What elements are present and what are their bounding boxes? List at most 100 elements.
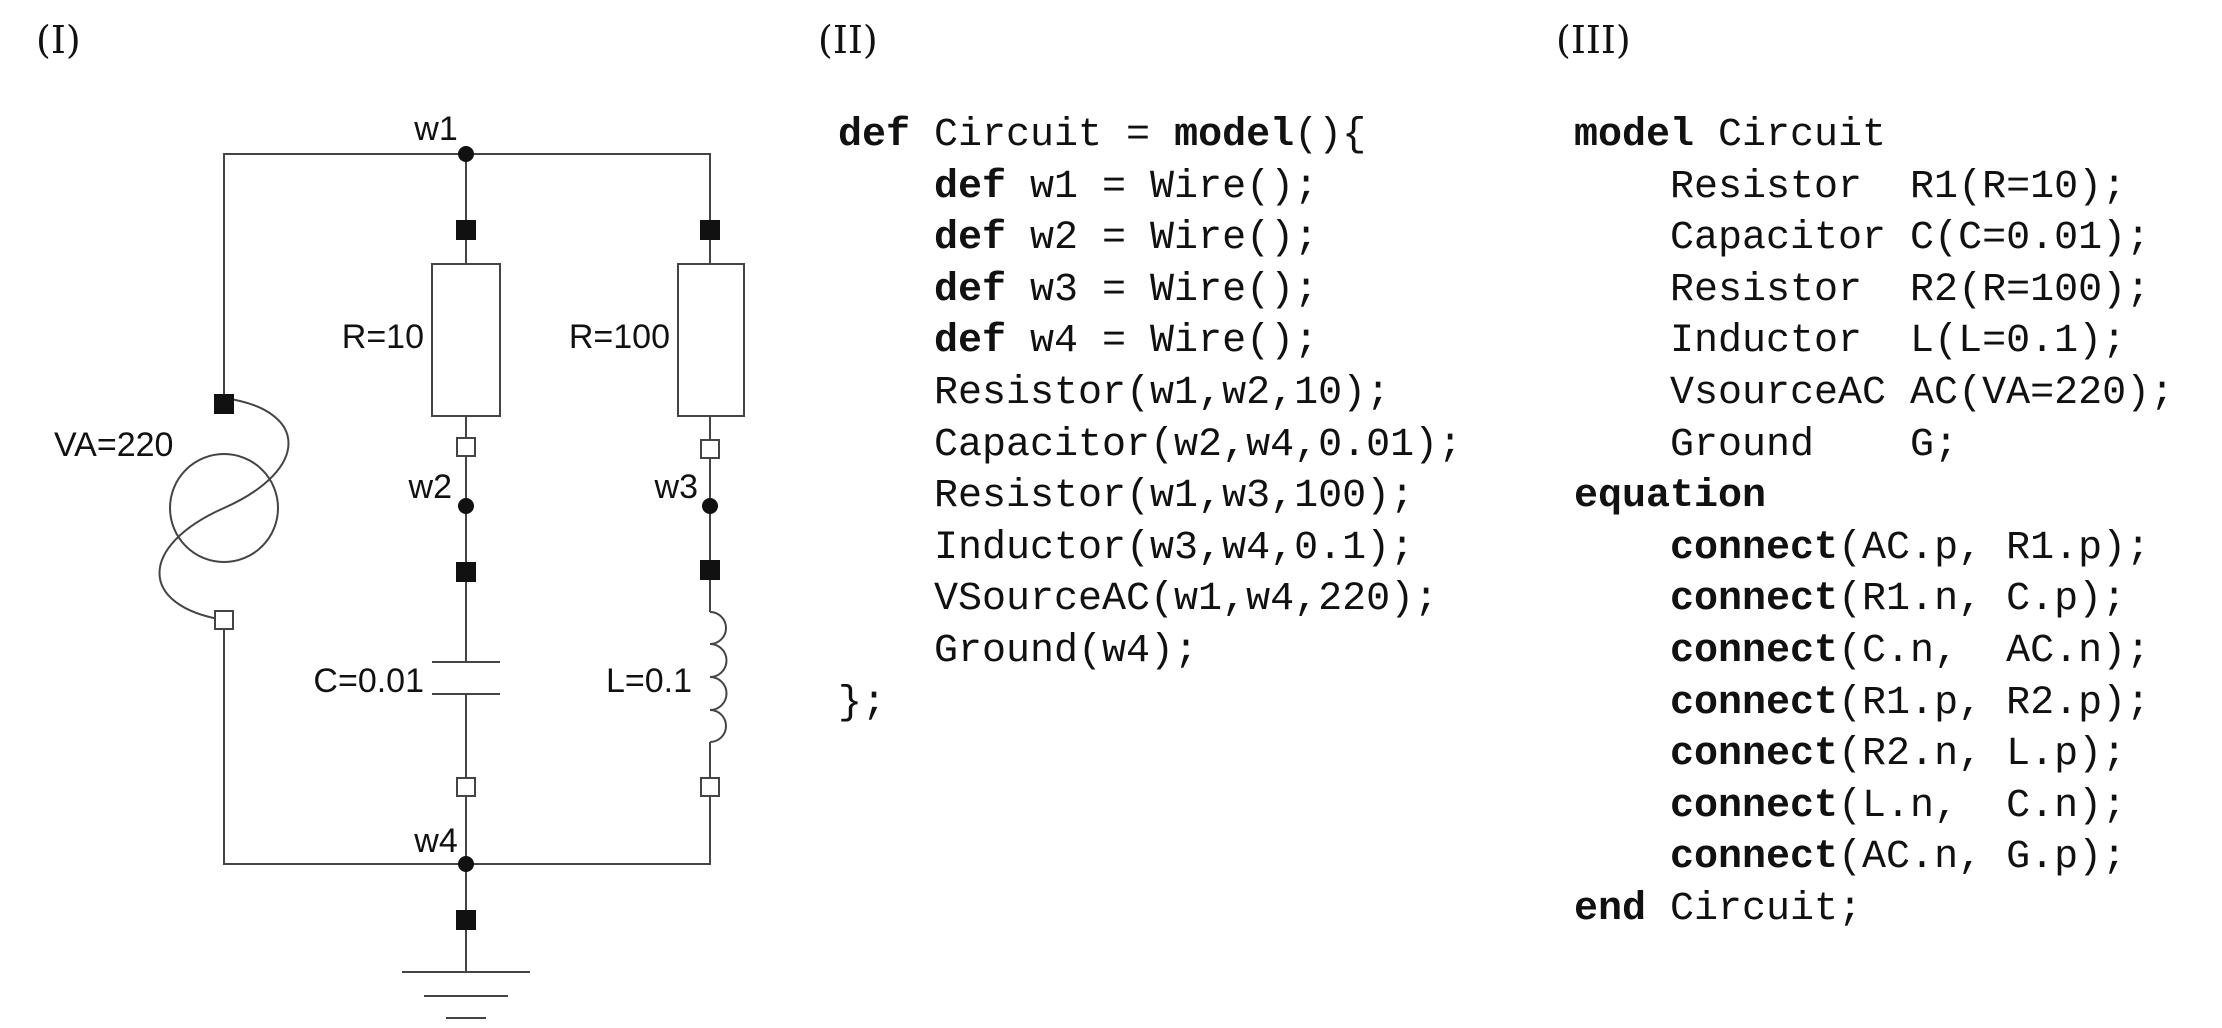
code-text: Resistor(w1,w3,100);	[838, 474, 1415, 520]
code-text: Ground(w4);	[838, 628, 1199, 674]
resistor-r1	[431, 263, 501, 417]
panel-label-functional-code: (II)	[818, 18, 878, 62]
code-text: w4 = Wire();	[1006, 319, 1319, 365]
code-text: Resistor R2(R=100);	[1574, 267, 2151, 313]
code-text	[1574, 784, 1670, 829]
ground-symbol	[402, 971, 530, 1019]
code-text: (R2.n, L.p);	[1838, 732, 2127, 778]
code-text: w2 = Wire();	[1006, 216, 1319, 262]
code-text: w1 = Wire();	[1006, 164, 1319, 210]
wire-bottom-right	[466, 786, 711, 865]
panel-label-modelica-code: (III)	[1556, 18, 1631, 62]
code-line: Inductor(w3,w4,0.1);	[838, 523, 1462, 575]
code-text: Circuit;	[1646, 886, 1863, 932]
wire-bottom-left	[223, 620, 466, 865]
pin-r2-p	[700, 220, 720, 240]
code-line: VsourceAC AC(VA=220);	[1574, 368, 2174, 420]
node-w4	[458, 856, 474, 872]
code-text: (L.n, C.n);	[1838, 783, 2127, 829]
code-text: Capacitor C(C=0.01);	[1574, 216, 2151, 262]
code-line: VSourceAC(w1,w4,220);	[838, 574, 1462, 626]
source-label: VA=220	[54, 426, 173, 464]
code-line: connect(L.n, C.n);	[1574, 781, 2174, 833]
code-line: };	[838, 678, 1462, 730]
code-text	[838, 319, 934, 364]
panel-label-circuit: (I)	[36, 18, 81, 62]
code-line: connect(AC.p, R1.p);	[1574, 523, 2174, 575]
wire-label-w1: w1	[413, 110, 457, 148]
code-text	[1574, 526, 1670, 571]
wire-label-w3: w3	[654, 468, 698, 506]
ac-voltage-source	[158, 397, 290, 621]
code-line: def w4 = Wire();	[838, 316, 1462, 368]
code-text: VSourceAC(w1,w4,220);	[838, 577, 1439, 623]
resistor-r2-label: R=100	[569, 318, 670, 356]
capacitor	[432, 661, 500, 695]
code-text: Circuit =	[910, 113, 1175, 158]
code-line: def w2 = Wire();	[838, 213, 1462, 265]
code-line: model Circuit	[1574, 110, 2174, 162]
capacitor-label: C=0.01	[313, 662, 424, 700]
code-keyword: connect	[1670, 783, 1839, 829]
pin-r1-n	[456, 437, 476, 457]
code-text: (C.n, AC.n);	[1838, 628, 2151, 674]
code-keyword: def	[934, 319, 1007, 365]
code-line: Ground G;	[1574, 420, 2174, 472]
code-line: connect(R1.n, C.p);	[1574, 574, 2174, 626]
wire-label-w2: w2	[408, 468, 452, 506]
code-text	[1574, 835, 1670, 880]
code-text: VsourceAC AC(VA=220);	[1574, 370, 2175, 416]
code-text: (R1.p, R2.p);	[1838, 680, 2151, 726]
code-text: (AC.p, R1.p);	[1838, 525, 2151, 571]
code-line: def w1 = Wire();	[838, 162, 1462, 214]
code-line: connect(AC.n, G.p);	[1574, 832, 2174, 884]
code-line: end Circuit;	[1574, 884, 2174, 936]
code-text: Resistor R1(R=10);	[1574, 164, 2127, 210]
code-keyword: connect	[1670, 732, 1839, 778]
wire-top-right	[466, 153, 711, 230]
pin-r2-n	[700, 439, 720, 459]
code-text	[838, 165, 934, 210]
pin-ground-p	[456, 910, 476, 930]
code-text: (AC.n, G.p);	[1838, 835, 2127, 881]
code-line: Capacitor C(C=0.01);	[1574, 213, 2174, 265]
inductor	[709, 611, 728, 743]
pin-source-p	[214, 394, 234, 414]
wire-top-left	[223, 153, 466, 398]
code-text	[1574, 732, 1670, 777]
code-keyword: connect	[1670, 525, 1839, 571]
pin-source-n	[214, 610, 234, 630]
code-keyword: connect	[1670, 628, 1839, 674]
node-w2	[458, 498, 474, 514]
code-keyword: connect	[1670, 835, 1839, 881]
code-line: def w3 = Wire();	[838, 265, 1462, 317]
code-line: def Circuit = model(){	[838, 110, 1462, 162]
code-line: Ground(w4);	[838, 626, 1462, 678]
code-line: connect(C.n, AC.n);	[1574, 626, 2174, 678]
code-keyword: connect	[1670, 577, 1839, 623]
code-keyword: def	[934, 216, 1007, 262]
code-line: Resistor R2(R=100);	[1574, 265, 2174, 317]
code-text	[838, 268, 934, 313]
pin-r1-p	[456, 220, 476, 240]
code-line: Capacitor(w2,w4,0.01);	[838, 420, 1462, 472]
code-text: Circuit	[1694, 113, 1887, 158]
resistor-r1-label: R=10	[342, 318, 424, 356]
inductor-label: L=0.1	[606, 662, 692, 700]
code-text: w3 = Wire();	[1006, 267, 1319, 313]
code-text	[1574, 577, 1670, 622]
code-text	[1574, 629, 1670, 674]
code-line: Resistor(w1,w3,100);	[838, 471, 1462, 523]
code-text: };	[838, 680, 887, 726]
node-w3	[702, 498, 718, 514]
code-text: Inductor L(L=0.1);	[1574, 319, 2127, 365]
code-keyword: end	[1574, 886, 1647, 932]
code-keyword: model	[1574, 113, 1695, 158]
pin-cap-n	[456, 777, 476, 797]
code-text	[1574, 681, 1670, 726]
node-w1	[458, 146, 474, 162]
code-keyword: model	[1174, 113, 1295, 158]
code-text: Resistor(w1,w2,10);	[838, 370, 1391, 416]
pin-ind-n	[700, 777, 720, 797]
code-text: Capacitor(w2,w4,0.01);	[838, 422, 1463, 468]
